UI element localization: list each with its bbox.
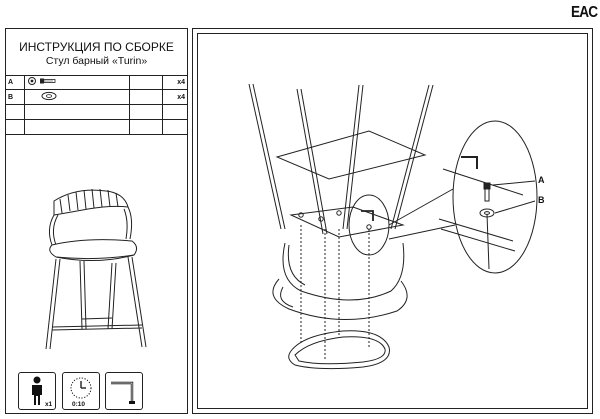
assembly-persons-box: x1 xyxy=(18,372,56,410)
part-image-cell xyxy=(24,75,130,90)
assembly-time-box: 0:10 xyxy=(62,372,100,410)
table-row xyxy=(6,104,187,120)
part-image-cell xyxy=(24,89,130,105)
person-icon xyxy=(32,376,42,405)
tool-box xyxy=(105,372,143,410)
clock-icon xyxy=(70,377,92,399)
bolt-icon xyxy=(28,77,56,85)
eac-certification-mark: EAC xyxy=(571,4,598,21)
parts-table: A x4 B xyxy=(6,75,187,135)
persons-count: x1 xyxy=(45,401,53,408)
table-row: B x4 xyxy=(6,89,187,105)
table-row: A x4 xyxy=(6,75,187,90)
instruction-info-panel: ИНСТРУКЦИЯ ПО СБОРКЕ Стул барный «Turin»… xyxy=(5,28,188,414)
instruction-title: ИНСТРУКЦИЯ ПО СБОРКЕ xyxy=(19,40,174,54)
hex-key-icon xyxy=(111,381,135,404)
washer-icon xyxy=(41,91,57,101)
part-quantity: x4 xyxy=(162,89,187,105)
title-block: ИНСТРУКЦИЯ ПО СБОРКЕ Стул барный «Turin» xyxy=(6,29,187,76)
table-row xyxy=(6,119,187,135)
assembly-diagram-panel: A B xyxy=(192,28,593,414)
callout-a-label: A xyxy=(538,175,545,185)
assembly-diagram xyxy=(248,83,538,370)
assembly-time: 0:10 xyxy=(72,401,86,408)
callout-b-label: B xyxy=(538,195,545,205)
diagram-inner-frame xyxy=(197,33,588,409)
part-letter: A xyxy=(6,75,25,90)
product-name: Стул барный «Turin» xyxy=(45,55,148,67)
bar-chair-illustration xyxy=(45,188,147,350)
part-quantity: x4 xyxy=(162,75,187,90)
part-letter: B xyxy=(6,89,25,105)
